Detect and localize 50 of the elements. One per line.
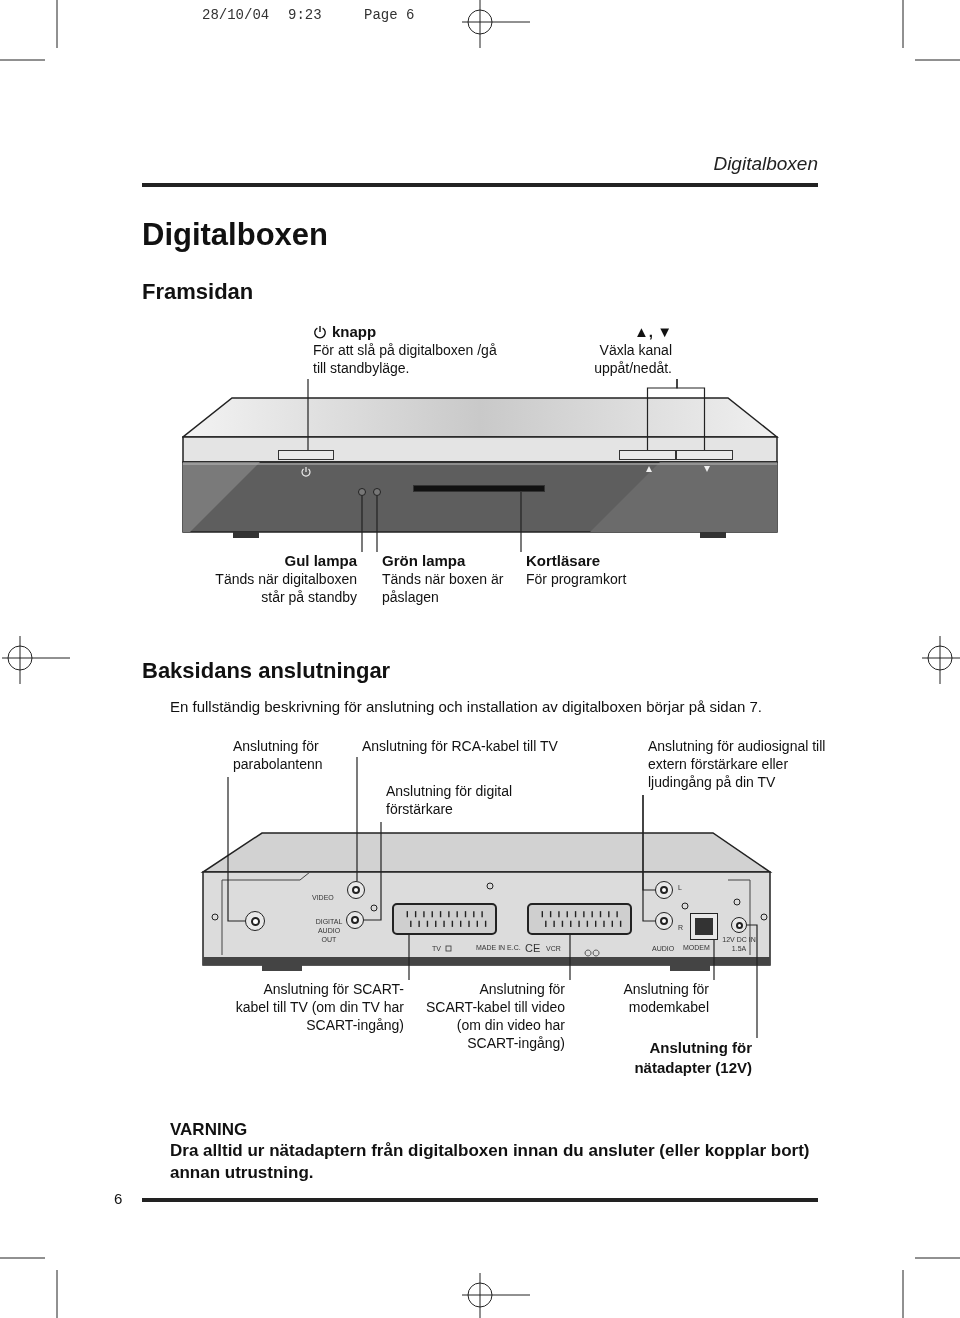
scart-connector [527, 903, 632, 935]
callout-text: Anslutning för parabolantenn [233, 737, 324, 773]
callout-heading: Kortläsare [526, 552, 601, 570]
leader-line [408, 934, 410, 981]
led-indicator [373, 488, 381, 496]
modem-port [690, 913, 718, 940]
leader-line [363, 821, 382, 921]
leader-line [642, 794, 656, 922]
scart-connector [392, 903, 497, 935]
callout-text: Anslutning för RCA-kabel till TV [362, 737, 559, 755]
print-page: Page 6 [364, 6, 415, 25]
card-slot [413, 485, 545, 492]
callout-heading: Grön lampa [382, 552, 466, 570]
leader-line [227, 776, 246, 922]
ce-mark: CE [525, 941, 541, 956]
leader-line [520, 491, 522, 553]
running-header: Digitalboxen [712, 152, 818, 176]
callout-heading: Gul lampa [284, 552, 357, 570]
warning-text: Dra alltid ur nätadaptern från digitalboxen innan du ansluter (eller kopplar bort) annan utrustning. [170, 1140, 811, 1184]
callout-text: Anslutning för digital förstärkare [386, 782, 514, 818]
page-number: 6 [114, 1189, 123, 1209]
callout-heading: ▲, ▼ [633, 323, 672, 341]
power-button [278, 450, 334, 460]
callout-text: Växla kanal uppåt/nedåt. [593, 341, 672, 377]
led-indicator [358, 488, 366, 496]
callout-text: Anslutning för SCART-kabel till video (om din video har SCART-ingång) [425, 980, 565, 1052]
leader-line [569, 934, 571, 981]
callout-text: För att slå på digitalboxen /gå till standbyläge. [313, 341, 498, 377]
page-title: Digitalboxen [142, 216, 328, 254]
callout-heading: knapp [332, 323, 377, 341]
print-date: 28/10/04 [202, 6, 270, 25]
leader-line [746, 924, 758, 1039]
callout-text: För programkort [526, 570, 628, 588]
callout-text: Anslutning för nätadapter (12V) [633, 1038, 752, 1078]
leader-line [376, 495, 378, 553]
leader-line [356, 756, 358, 882]
warning-heading: VARNING [170, 1119, 248, 1141]
section-heading: Framsidan [142, 278, 254, 306]
print-time: 9:23 [288, 6, 322, 25]
intro-text: En fullständig beskrivning för anslutning och installation av digitalboxen börjar på sidan 7. [170, 697, 764, 717]
leader-line [361, 495, 363, 553]
callout-text: Anslutning för SCART-kabel till TV (om din TV har SCART-ingång) [234, 980, 404, 1034]
section-heading: Baksidans anslutningar [142, 657, 391, 685]
leader-line [307, 378, 309, 451]
leader-line [676, 378, 706, 451]
callout-text: Tänds när boxen är påslagen [382, 570, 505, 606]
callout-text: Tänds när digitalboxen står på standby [214, 570, 357, 606]
callout-text: Anslutning för modemkabel [622, 980, 709, 1016]
leader-line [713, 939, 715, 981]
callout-text: Anslutning för audiosignal till extern förstärkare eller ljudingång på din TV [648, 737, 827, 791]
